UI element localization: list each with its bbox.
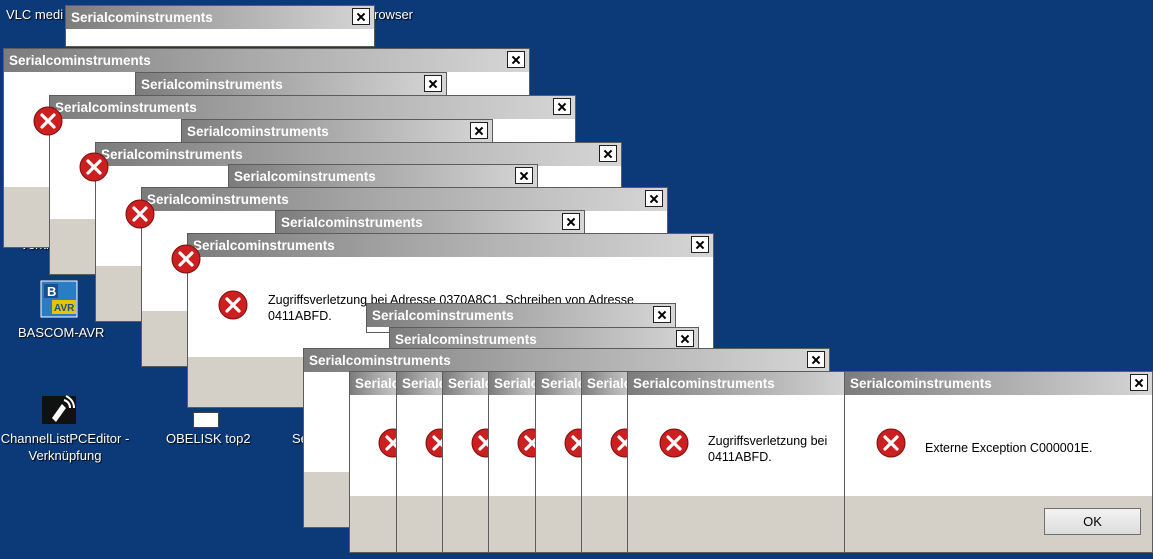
error-message: Externe Exception C000001E. xyxy=(925,441,1093,455)
desktop-icon-label-channellist[interactable]: ChannelListPCEditor - Verknüpfung xyxy=(0,431,130,463)
error-icon xyxy=(218,290,248,320)
dialog-title: Serialcominstruments xyxy=(229,165,537,188)
error-dialog[interactable]: Serialcominstruments xyxy=(181,119,493,149)
dialog-footer: OK xyxy=(845,496,1152,552)
channellist-editor-icon[interactable] xyxy=(40,392,78,426)
dialog-title: Serialc xyxy=(443,372,501,395)
svg-text:B: B xyxy=(47,284,56,299)
dialog-title: Serialcominstruments xyxy=(96,143,621,166)
dialog-footer xyxy=(628,496,856,552)
close-button[interactable] xyxy=(807,351,825,368)
error-message-line2: 0411ABFD. xyxy=(708,450,772,464)
error-icon xyxy=(79,152,109,182)
dialog-title: Serialc xyxy=(536,372,594,395)
dialog-title: Serialcominstruments xyxy=(182,120,492,143)
close-button[interactable] xyxy=(562,213,580,230)
bascom-avr-icon[interactable]: B AVR xyxy=(40,280,78,318)
error-message-line2: 0411ABFD. xyxy=(268,309,332,323)
dialog-title: Serialcominstruments xyxy=(50,96,575,119)
dialog-title: Serialcominstruments xyxy=(136,73,446,96)
dialog-title: Serialc xyxy=(350,372,408,395)
desktop-icon-label-bascom[interactable]: BASCOM-AVR xyxy=(18,325,105,340)
close-button[interactable] xyxy=(470,122,488,139)
error-icon xyxy=(125,199,155,229)
error-message: Zugriffsverletzung bei xyxy=(708,434,828,448)
dialog-title: Serialc xyxy=(397,372,455,395)
close-button[interactable] xyxy=(424,75,442,92)
svg-text:AVR: AVR xyxy=(54,303,75,314)
dialog-title: Serialcominstruments xyxy=(276,211,584,234)
dialog-title: Serialc xyxy=(489,372,547,395)
close-button[interactable] xyxy=(515,167,533,184)
error-icon xyxy=(171,244,201,274)
dialog-title: Serialcominstruments xyxy=(845,372,1152,395)
close-button[interactable] xyxy=(1130,374,1148,391)
desktop-icon-label-obelisk[interactable]: OBELISK top2 xyxy=(166,431,251,446)
error-icon xyxy=(33,106,63,136)
desktop-icon-label-vlc[interactable]: VLC medi xyxy=(6,7,64,22)
close-button[interactable] xyxy=(352,8,370,25)
error-icon xyxy=(876,428,906,458)
error-dialog-active[interactable]: Serialcominstruments Externe Exception C… xyxy=(844,371,1153,553)
ok-button[interactable]: OK xyxy=(1044,508,1141,535)
obelisk-icon[interactable] xyxy=(193,412,219,428)
close-button[interactable] xyxy=(691,236,709,253)
error-dialog[interactable]: Serialcominstruments xyxy=(65,5,375,47)
error-dialog[interactable]: Serialcominstruments Zugriffsverletzung … xyxy=(627,371,857,553)
dialog-title: Serialcominstruments xyxy=(4,49,529,72)
close-button[interactable] xyxy=(645,190,663,207)
dialog-title: Serialc xyxy=(582,372,640,395)
dialog-title: Serialcominstruments xyxy=(66,6,374,29)
dialog-title: Serialcominstruments xyxy=(628,372,856,395)
dialog-title: Serialcominstruments xyxy=(390,328,698,351)
close-button[interactable] xyxy=(507,51,525,68)
close-button[interactable] xyxy=(599,145,617,162)
dialog-title: Serialcominstruments xyxy=(142,188,667,211)
error-icon xyxy=(659,428,689,458)
close-button[interactable] xyxy=(653,306,671,323)
dialog-title: Serialcominstruments xyxy=(304,349,829,372)
dialog-title: Serialcominstruments xyxy=(188,234,713,257)
close-button[interactable] xyxy=(553,98,571,115)
desktop-icon-label-browser[interactable]: rowser xyxy=(374,7,414,22)
dialog-title: Serialcominstruments xyxy=(367,304,675,327)
close-button[interactable] xyxy=(676,330,694,347)
